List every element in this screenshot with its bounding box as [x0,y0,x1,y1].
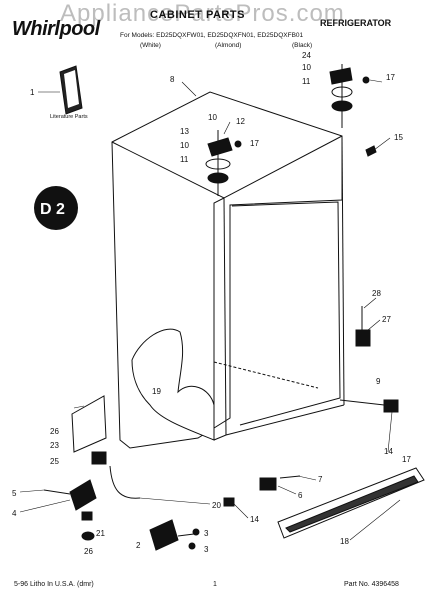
callout-27: 27 [382,315,391,324]
callout-16: 18 [340,537,349,546]
cap-15 [365,145,377,157]
callout-23: 23 [50,441,59,450]
callout-1: 1 [30,88,35,97]
callout-9: 9 [376,377,381,386]
watermark-text: AppliancePartsPros.com [60,0,345,27]
callout-11b: 11 [302,77,311,86]
column-label-almond: (Almond) [215,42,242,49]
side-panel-26 [71,395,107,453]
callout-4: 4 [12,509,17,518]
callout-17a: 17 [250,139,259,148]
callout-12: 12 [236,117,245,126]
badge-circle [34,186,78,230]
leveling-leg-4 [69,479,97,511]
column-label-black: (Black) [292,42,313,49]
callout-26b: 26 [84,547,93,556]
column-label-white: (White) [140,42,161,49]
hinge-top-left [207,137,233,157]
bracket-27 [355,329,371,347]
callout-2: 2 [136,541,141,550]
footer-part-number: Part No. 4396458 [344,581,399,588]
section-label: REFRIGERATOR [320,18,392,28]
callout-19: 19 [152,387,161,396]
callout-28: 28 [372,289,381,298]
callout-25: 25 [50,457,59,466]
roller-2 [149,519,179,551]
callout-15: 15 [394,133,403,142]
screw-3a [192,528,200,536]
callout-5: 5 [12,489,17,498]
callout-3a: 3 [204,529,209,538]
hinge-top-right [329,67,353,85]
callout-14a: 14 [384,447,393,456]
callout-24: 24 [302,51,311,60]
callout-8: 8 [170,75,175,84]
brand-logo: Whirlpool [12,18,100,40]
callout-26a: 26 [50,427,59,436]
callout-17c: 17 [402,455,411,464]
callout-14b: 14 [250,515,259,524]
callout-20: 20 [212,501,221,510]
callout-10c: 10 [302,63,311,72]
screw-3b [188,542,196,550]
tube-20 [109,465,141,499]
bracket-6 [259,477,277,491]
callout-13: 13 [180,127,189,136]
literature-label: Literature Parts [50,114,88,120]
callout-17b: 17 [386,73,395,82]
callout-6: 6 [298,491,303,500]
bracket-25 [91,451,107,465]
model-line: For Models: ED25DQXFW01, ED25DQXFN01, ED… [120,32,304,39]
screw-17-top [362,76,370,84]
caster-26 [81,531,95,541]
clip-14 [223,497,235,507]
callout-11: 11 [180,155,189,164]
callout-3b: 3 [204,545,209,554]
footer-page-number: 1 [213,581,217,588]
callout-10: 10 [208,113,217,122]
badge-text: D 2 [40,201,65,218]
clip-21 [81,511,93,521]
callout-10b: 10 [180,141,189,150]
screw-17-mid [234,140,242,148]
cabinet-opening [131,328,215,441]
callout-21: 21 [96,529,105,538]
footer-print-info: 5-96 Litho In U.S.A. (dmr) [14,581,94,588]
page-title: CABINET PARTS [150,9,245,21]
door-stop-9 [383,399,399,413]
callout-7: 7 [318,475,323,484]
